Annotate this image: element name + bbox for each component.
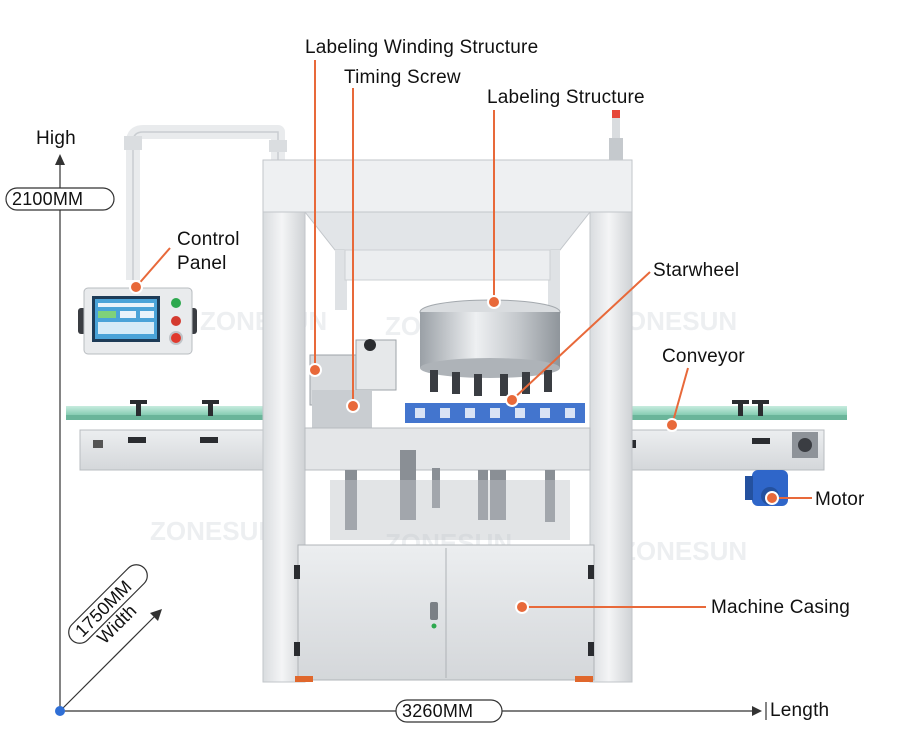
callout-dot — [765, 491, 779, 505]
height-value: 2100MM — [12, 189, 84, 209]
length-value: 3260MM — [402, 701, 474, 721]
callout-dot — [346, 399, 360, 413]
length-label: Length — [770, 700, 830, 721]
callout-dot — [665, 418, 679, 432]
height-label: High — [36, 128, 76, 149]
width-value-pill — [68, 564, 148, 644]
watermark-text: ZONESUN — [620, 536, 747, 566]
callout-machine-casing: Machine Casing — [711, 597, 851, 618]
control-panel-arm — [124, 125, 287, 280]
work-table — [304, 427, 591, 540]
callout-dot — [487, 295, 501, 309]
leader-starwheel — [511, 271, 651, 401]
callout-lines — [135, 60, 812, 608]
starwheel-device — [405, 403, 585, 423]
right-conveyor — [625, 400, 847, 471]
left-conveyor — [66, 400, 276, 471]
arrowhead-icon — [150, 609, 162, 621]
callout-control-panel-line2: Panel — [177, 253, 227, 274]
callout-labeling-structure: Labeling Structure — [487, 87, 645, 108]
callout-labeling-winding-structure: Labeling Winding Structure — [305, 37, 539, 58]
callout-timing-screw: Timing Screw — [344, 67, 461, 88]
leader-conveyor — [671, 367, 689, 426]
height-value-pill — [5, 187, 115, 211]
control-panel-device — [78, 287, 197, 355]
callout-dot — [129, 280, 143, 294]
callout-dot — [515, 600, 529, 614]
callout-motor: Motor — [815, 489, 865, 510]
length-value-pill — [395, 699, 503, 723]
arrowhead-icon — [55, 154, 65, 165]
width-axis — [59, 615, 156, 712]
callout-dot — [308, 363, 322, 377]
signal-light — [609, 110, 623, 160]
callout-control-panel-line1: Control — [177, 229, 240, 250]
watermark-text: ZONESUN — [150, 516, 277, 546]
callout-dots — [129, 280, 779, 614]
leader-control-panel — [135, 247, 171, 288]
callout-conveyor: Conveyor — [662, 346, 745, 367]
machine-frame — [262, 159, 633, 683]
winding-device — [309, 339, 397, 430]
machine-casing-device — [294, 544, 595, 682]
callout-starwheel: Starwheel — [653, 260, 740, 281]
labeling-drum — [419, 299, 561, 396]
callout-dot — [505, 393, 519, 407]
arrowhead-icon — [752, 706, 762, 716]
origin-dot-icon — [55, 706, 65, 716]
